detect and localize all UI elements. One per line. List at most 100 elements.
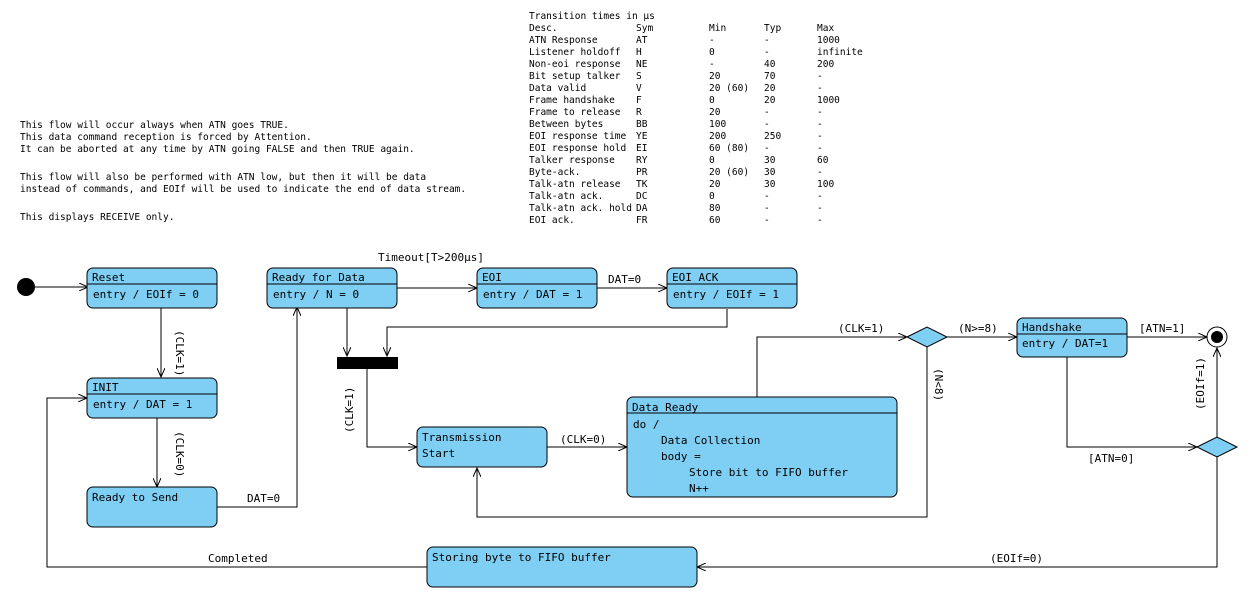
note-line: This flow will occur always when ATN goe… <box>20 120 289 131</box>
table-cell-typ: - <box>764 119 770 130</box>
table-header: Typ <box>764 23 781 34</box>
table-cell-max: - <box>817 83 823 94</box>
table-cell-sym: RY <box>636 155 648 166</box>
state-eoi: EOI entry / DAT = 1 <box>476 267 598 309</box>
transition-labels: (CLK=1) (CLK=0) DAT=0 Timeout[T>200µs] D… <box>173 251 1207 565</box>
table-cell-desc: ATN Response <box>529 35 598 46</box>
state-title: Transmission <box>422 431 501 444</box>
table-cell-desc: Byte-ack. <box>529 167 580 178</box>
table-cell-typ: - <box>764 47 770 58</box>
table-cell-sym: EI <box>636 143 647 154</box>
state-title: EOI <box>482 271 502 284</box>
table-cell-min: 20 <box>709 107 721 118</box>
table-cell-sym: F <box>636 95 642 106</box>
table-cell-min: 60 (80) <box>709 143 749 154</box>
edge-dr-choice <box>756 337 907 397</box>
state-init: INIT entry / DAT = 1 <box>86 377 218 419</box>
table-cell-typ: - <box>764 203 770 214</box>
transition-label: (EOIf=1) <box>1194 357 1207 410</box>
edge-rts-rfd <box>217 307 297 508</box>
state-body-line: Store bit to FIFO buffer <box>689 466 848 479</box>
table-cell-sym: PR <box>636 167 648 178</box>
transition-label: DAT=0 <box>608 273 641 286</box>
table-cell-max: - <box>817 119 823 130</box>
table-cell-desc: EOI response hold <box>529 143 626 154</box>
table-cell-max: - <box>817 107 823 118</box>
transition-label: (CLK=1) <box>343 387 356 433</box>
table-cell-min: 0 <box>709 95 715 106</box>
state-action: entry / DAT=1 <box>1022 337 1108 350</box>
table-cell-desc: Frame handshake <box>529 95 615 106</box>
table-cell-desc: EOI response time <box>529 131 627 142</box>
table-cell-typ: 250 <box>764 131 781 142</box>
table-cell-typ: 30 <box>764 155 776 166</box>
table-cell-sym: FR <box>636 215 648 226</box>
table-cell-desc: Talk-atn ack. hold <box>529 203 632 214</box>
table-cell-sym: YE <box>636 131 648 142</box>
edge-handshake-choice2 <box>1066 357 1197 447</box>
state-transmission-start: Transmission Start <box>416 426 548 468</box>
state-body-line: body = <box>661 450 701 463</box>
transition-label: Timeout[T>200µs] <box>378 251 484 264</box>
table-cell-min: 60 <box>709 215 721 226</box>
final-node <box>1206 326 1228 348</box>
table-cell-max: - <box>817 167 823 178</box>
transition-label: (N<8) <box>932 368 945 401</box>
table-cell-min: 0 <box>709 47 715 58</box>
state-action: entry / DAT = 1 <box>483 288 582 301</box>
table-cell-sym: TK <box>636 179 648 190</box>
edge-eoiack-fork <box>387 309 728 356</box>
table-cell-max: - <box>817 203 823 214</box>
edge-storing-init <box>46 398 427 568</box>
table-cell-typ: - <box>764 35 770 46</box>
table-cell-max: 100 <box>817 179 834 190</box>
notes: This flow will occur always when ATN goe… <box>20 120 466 223</box>
note-line: This displays RECEIVE only. <box>20 212 174 223</box>
state-eoi-ack: EOI ACK entry / EOIf = 1 <box>666 267 798 309</box>
state-data-ready: Data Ready do / Data Collection body = S… <box>626 396 898 498</box>
transition-label: (CLK=0) <box>560 433 606 446</box>
state-title: Start <box>422 447 455 460</box>
table-cell-max: - <box>817 191 823 202</box>
table-cell-min: 0 <box>709 155 715 166</box>
table-cell-min: 20 <box>709 179 721 190</box>
choice-diamond <box>905 326 949 348</box>
table-cell-typ: 30 <box>764 167 776 178</box>
table-header: Max <box>817 23 834 34</box>
choice-diamond <box>1195 436 1239 458</box>
table-cell-desc: Between bytes <box>529 119 603 130</box>
state-storing-byte: Storing byte to FIFO buffer <box>426 546 698 588</box>
table-cell-typ: - <box>764 107 770 118</box>
table-cell-min: 200 <box>709 131 726 142</box>
initial-node <box>17 278 35 296</box>
table-cell-max: 200 <box>817 59 834 70</box>
note-line: This flow will also be performed with AT… <box>20 172 426 183</box>
table-cell-typ: 20 <box>764 95 776 106</box>
state-reset: Reset entry / EOIf = 0 <box>86 267 218 309</box>
table-cell-max: - <box>817 215 823 226</box>
table-cell-sym: NE <box>636 59 648 70</box>
fork-bar <box>337 357 398 369</box>
table-cell-min: 80 <box>709 203 721 214</box>
state-title: Storing byte to FIFO buffer <box>432 551 611 564</box>
transition-label: (EOIf=0) <box>990 552 1043 565</box>
state-body-line: N++ <box>689 482 709 495</box>
table-cell-sym: DA <box>636 203 648 214</box>
state-title: Ready for Data <box>272 271 365 284</box>
transition-label: (N>=8) <box>958 322 998 335</box>
table-cell-sym: V <box>636 83 642 94</box>
table-cell-desc: Talker response <box>529 155 615 166</box>
table-cell-sym: H <box>636 47 642 58</box>
table-cell-desc: Non-eoi response <box>529 59 621 70</box>
table-cell-typ: 20 <box>764 83 776 94</box>
table-title: Transition times in µs <box>529 11 655 22</box>
transition-label: (CLK=0) <box>173 431 186 477</box>
state-ready-to-send: Ready to Send <box>86 486 218 528</box>
transition-label: [ATN=1] <box>1139 322 1185 335</box>
table-cell-min: - <box>709 35 715 46</box>
table-header: Sym <box>636 23 653 34</box>
table-cell-min: 100 <box>709 119 726 130</box>
table-cell-sym: AT <box>636 35 648 46</box>
